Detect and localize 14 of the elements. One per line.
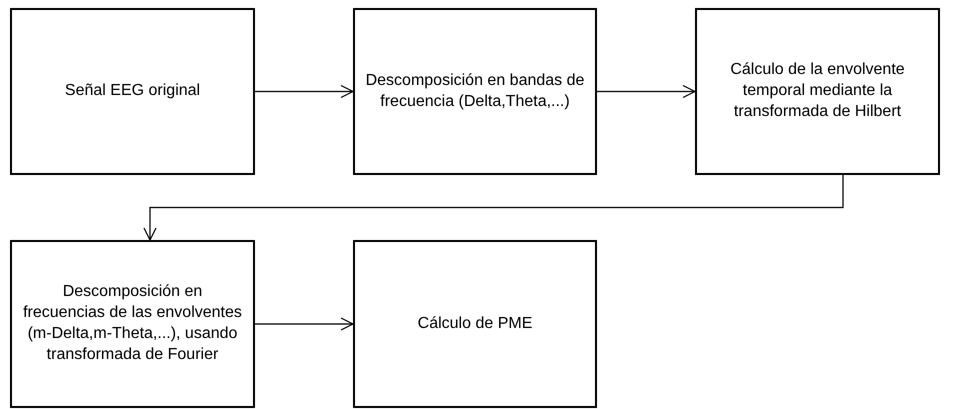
process-box (10, 240, 255, 408)
box-label: Cálculo de la envolvente temporal mediante la transformada de Hilbert (729, 60, 906, 122)
process-box (353, 8, 597, 175)
process-box (353, 240, 597, 408)
box-label: Señal EEG original (64, 81, 200, 102)
box-label: Cálculo de PME (418, 314, 532, 334)
box-label: Descomposición en bandas de frecuencia (Delta,Theta,...) (365, 70, 585, 112)
arrow (255, 317, 354, 331)
process-box (10, 8, 255, 175)
arrow (143, 175, 844, 241)
arrow (255, 84, 354, 98)
box-label: Descomposición en frecuencias de las envolventes (m-Delta,m-Theta,...), usando transformada de Fourier (22, 282, 243, 365)
arrow (597, 84, 696, 98)
process-box (695, 8, 940, 175)
